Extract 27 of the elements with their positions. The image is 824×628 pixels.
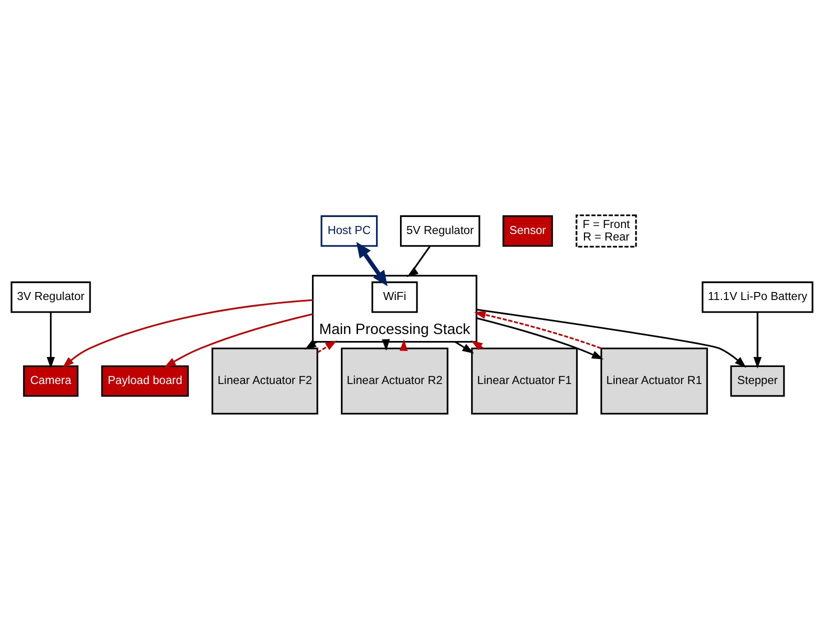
arrow xyxy=(476,308,746,368)
node-box: Linear Actuator R1 xyxy=(600,347,708,414)
arrow xyxy=(474,310,602,349)
arrow xyxy=(753,312,762,368)
node-box: WiFi xyxy=(372,280,418,312)
arrow xyxy=(356,241,388,286)
node-box: Linear Actuator F2 xyxy=(212,347,318,414)
arrow xyxy=(406,245,431,277)
arrow xyxy=(454,340,474,353)
node-box: 11.1V Li-Po Battery xyxy=(702,280,814,312)
arrow xyxy=(382,338,390,350)
arrow xyxy=(62,298,313,368)
arrow xyxy=(400,338,408,350)
node-box: 3V Regulator xyxy=(10,280,91,312)
arrow xyxy=(317,340,337,353)
node-box: Stepper xyxy=(730,364,785,396)
arrow xyxy=(46,312,55,368)
arrow xyxy=(470,340,484,350)
node-box: Sensor xyxy=(502,214,553,246)
node-box: 5V Regulator xyxy=(400,214,480,246)
node-box: Linear Actuator F1 xyxy=(471,347,578,414)
node-box: Payload board xyxy=(101,364,189,396)
node-box: F = Front R = Rear xyxy=(576,214,637,248)
arrow xyxy=(164,312,313,367)
node-box: Host PC xyxy=(320,214,378,246)
node-box: Camera xyxy=(23,364,78,396)
arrow xyxy=(476,316,604,359)
